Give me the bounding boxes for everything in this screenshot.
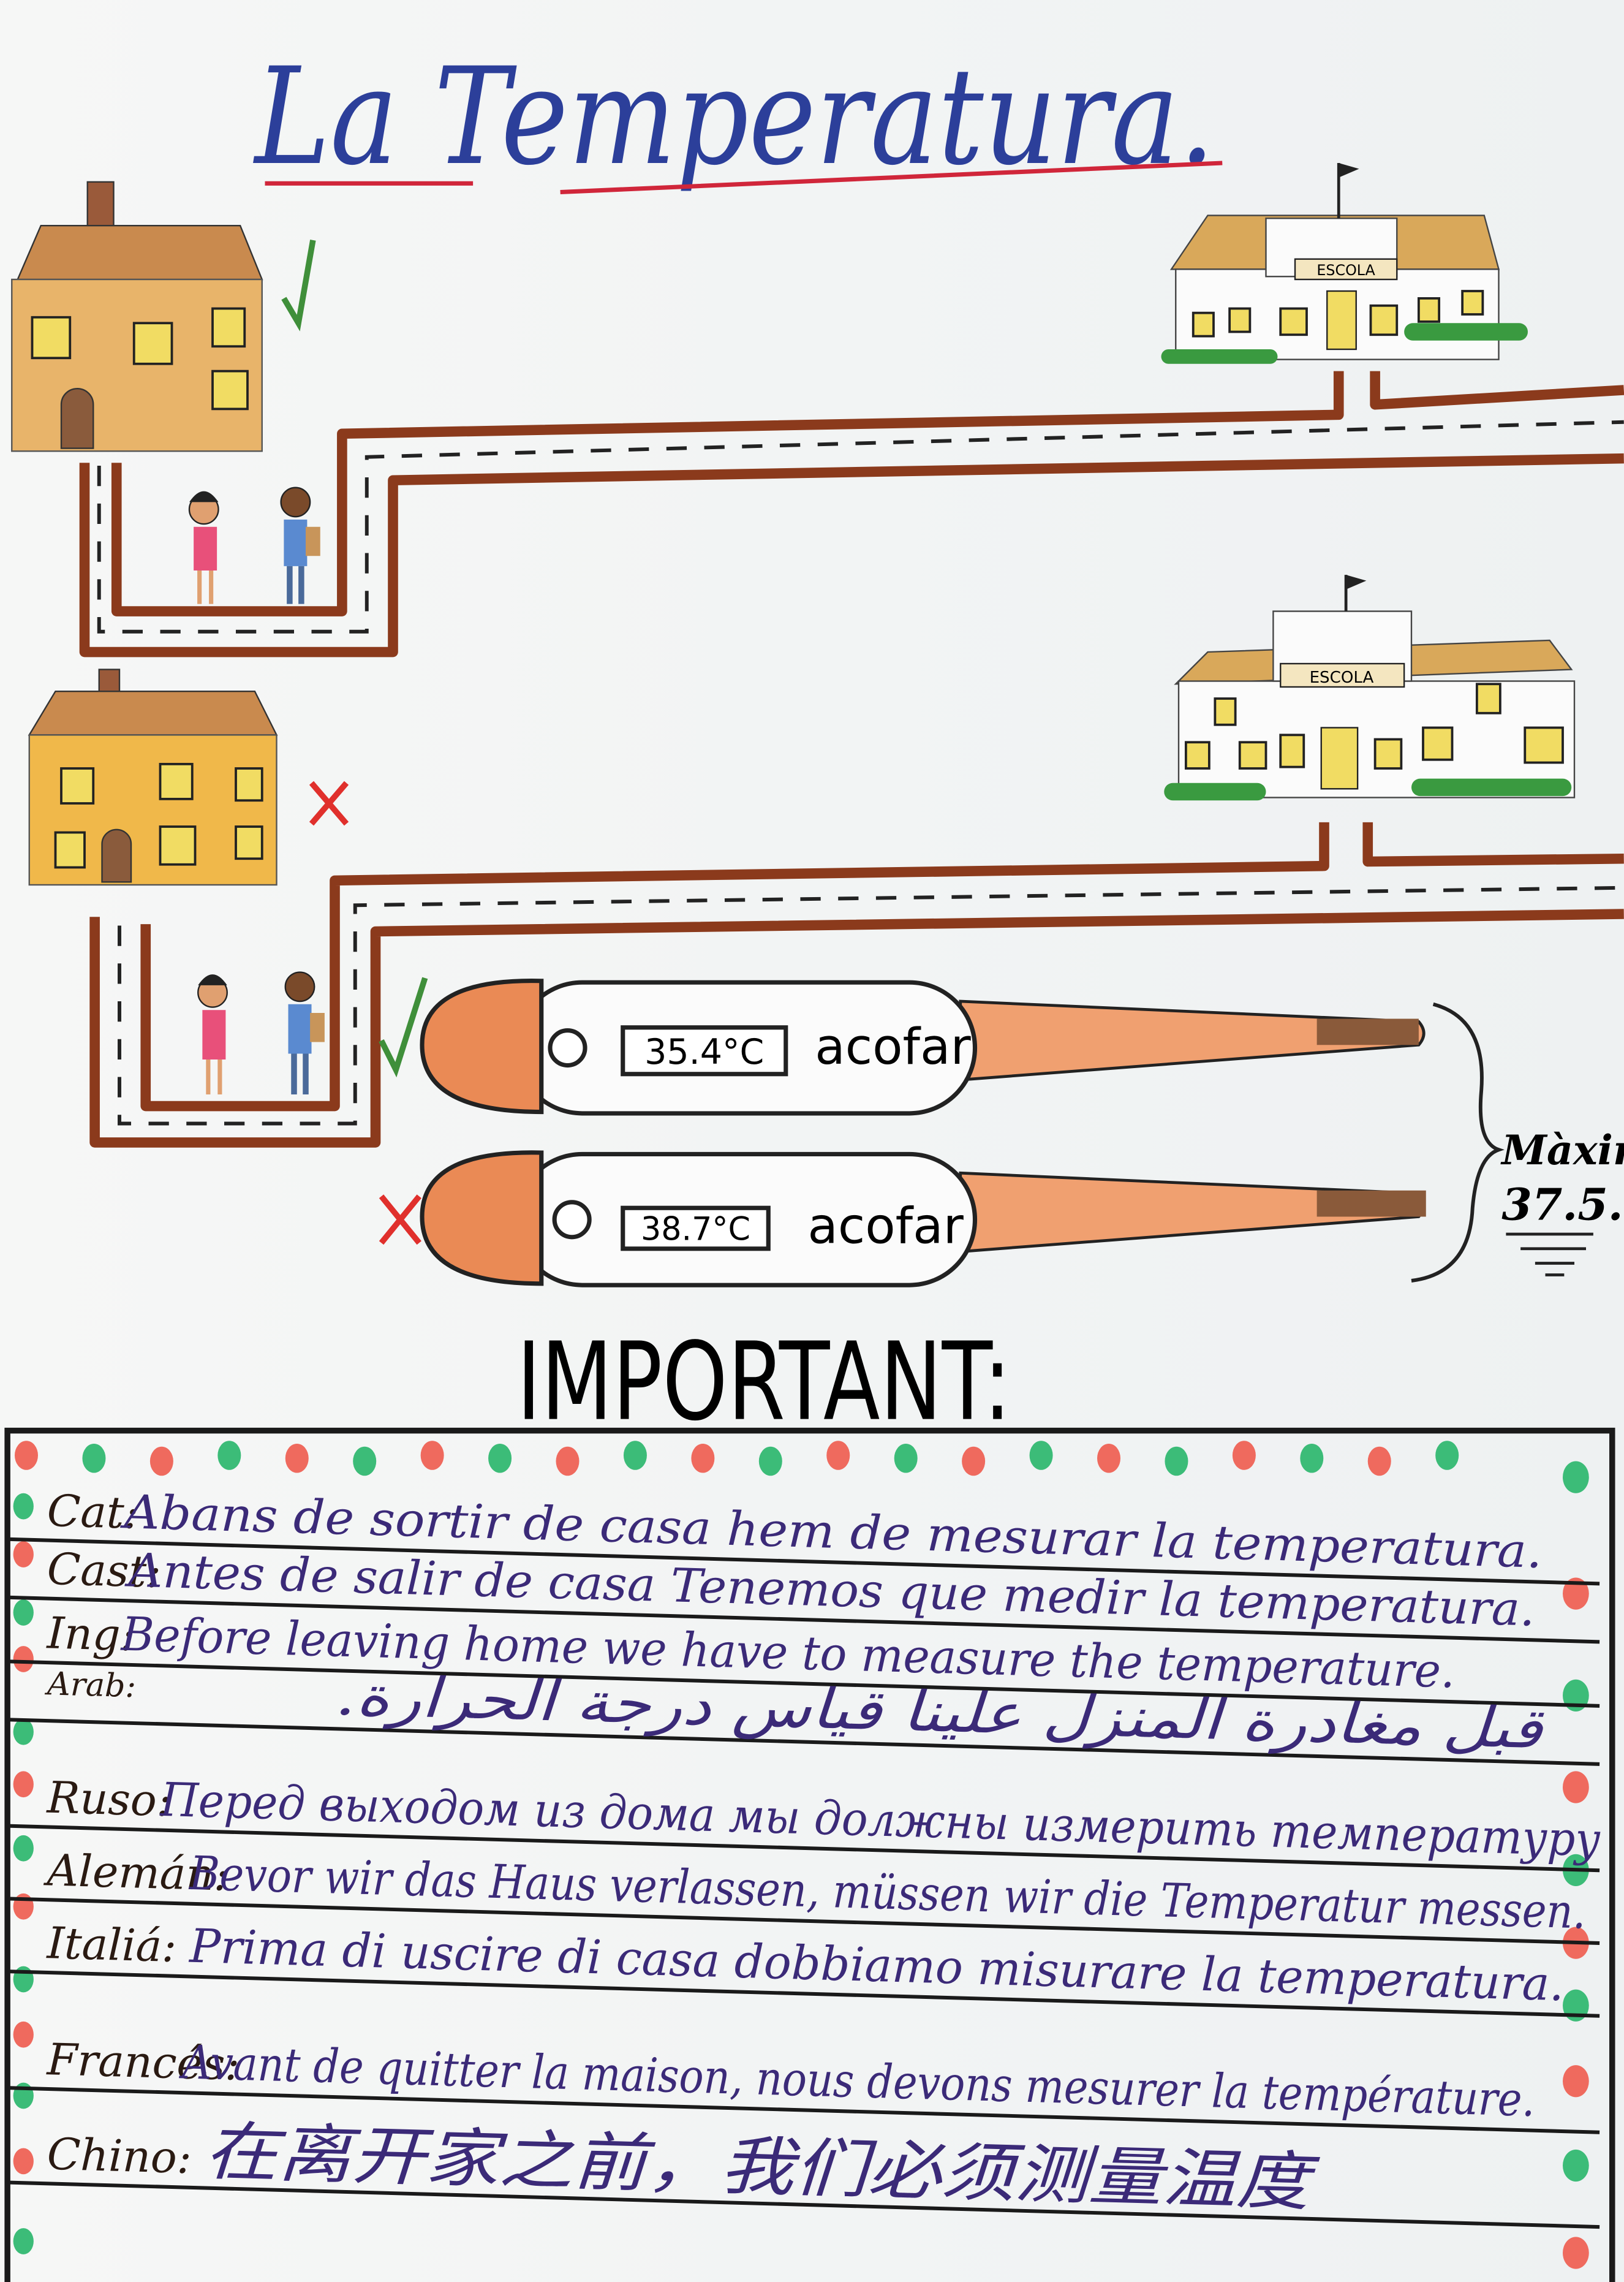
- language-label: Alemán:: [43, 1844, 230, 1900]
- language-label: Chino:: [47, 2129, 192, 2184]
- house-1: [11, 181, 263, 452]
- ruled-line: [7, 1595, 1600, 1644]
- dot: [623, 1441, 647, 1470]
- dot: [758, 1446, 782, 1476]
- dot: [488, 1444, 512, 1473]
- dot: [1029, 1441, 1053, 1470]
- ruled-line: [7, 1659, 1600, 1708]
- important-heading: IMPORTANT:: [516, 1320, 1011, 1445]
- title: La Temperatura.: [252, 39, 1223, 195]
- brace: [1411, 1002, 1505, 1283]
- dot: [1232, 1441, 1256, 1470]
- message-box: [4, 1427, 1615, 2282]
- dot: [826, 1441, 850, 1470]
- dot: [691, 1444, 715, 1473]
- language-label: Ing:: [45, 1607, 136, 1661]
- maximum-label: Màxim: [1500, 1126, 1624, 1174]
- ruled-line: [7, 1824, 1600, 1873]
- road-2: [89, 822, 1624, 1148]
- roof: [16, 224, 263, 281]
- school-sign: ESCOLA: [1310, 669, 1374, 687]
- dot: [1435, 1441, 1459, 1470]
- road-1: [79, 371, 1624, 658]
- children-2: [197, 971, 325, 1094]
- school-1: ESCOLA: [1161, 163, 1528, 364]
- thermometer-brand: acofar: [815, 1018, 971, 1076]
- ruled-line: [7, 1897, 1600, 1945]
- dot: [13, 1771, 34, 1798]
- thermometer-normal: 35.4°C acofar: [420, 979, 1426, 1116]
- dot: [894, 1444, 918, 1473]
- check-icon: [379, 977, 428, 1078]
- dot: [1367, 1446, 1391, 1476]
- dot: [217, 1441, 241, 1470]
- school-sign: ESCOLA: [1316, 262, 1375, 279]
- cross-icon: [309, 781, 349, 826]
- maximum-value: 37.5.: [1501, 1178, 1623, 1230]
- dot: [1563, 2149, 1589, 2182]
- ruled-line: [7, 2086, 1600, 2134]
- dot: [1563, 1771, 1589, 1803]
- dot: [556, 1446, 580, 1476]
- ruled-line: [7, 1537, 1600, 1586]
- house-2: [28, 669, 278, 886]
- check-icon: [281, 240, 316, 332]
- dot: [962, 1446, 986, 1476]
- dot: [13, 1599, 34, 1626]
- children-1: [188, 487, 320, 604]
- cross-icon: [379, 1194, 421, 1245]
- dot: [1563, 1577, 1589, 1610]
- dot: [13, 2228, 34, 2254]
- ruled-line: [7, 2180, 1600, 2229]
- dot: [420, 1441, 444, 1470]
- dot: [149, 1446, 173, 1476]
- dot: [1563, 1461, 1589, 1493]
- dot: [285, 1444, 309, 1473]
- dot: [1300, 1444, 1324, 1473]
- language-label: Italiá:: [45, 1917, 178, 1972]
- thermometer-reading: 35.4°C: [644, 1032, 764, 1072]
- translation-text: 在离开家之前，我们必须测量温度: [203, 2114, 1321, 2220]
- dot: [1563, 2237, 1589, 2269]
- language-label: Cast:: [47, 1544, 162, 1598]
- thermometer-brand: acofar: [807, 1197, 964, 1255]
- language-label: Cat:: [47, 1485, 140, 1539]
- language-label: Francés:: [45, 2034, 241, 2090]
- door: [60, 387, 94, 449]
- language-label: Arab:: [44, 1666, 137, 1705]
- dot: [13, 1835, 34, 1862]
- dot: [353, 1446, 377, 1476]
- dot: [1097, 1444, 1120, 1473]
- decorative-dots: [13, 1441, 1589, 2269]
- dot: [13, 1493, 34, 1520]
- house-wall: [11, 278, 263, 452]
- translations: Cat:Abans de sortir de casa hem de mesur…: [7, 1484, 1601, 2229]
- dot: [1165, 1446, 1188, 1476]
- ruled-line: [7, 1718, 1600, 1766]
- dot: [82, 1444, 106, 1473]
- dot: [13, 1646, 34, 1672]
- dot: [13, 2148, 34, 2175]
- dot: [13, 2021, 34, 2048]
- language-label: Ruso:: [45, 1772, 172, 1827]
- dot: [15, 1441, 38, 1470]
- thermometer-reading: 38.7°C: [641, 1211, 750, 1248]
- dot: [13, 1541, 34, 1567]
- dot: [13, 1718, 34, 1745]
- school-2: ESCOLA: [1164, 575, 1576, 801]
- title-underline: [265, 161, 1223, 195]
- dot: [1563, 2065, 1589, 2098]
- thermometer-fever: 38.7°C acofar: [420, 1150, 1426, 1287]
- ruled-line: [7, 1969, 1600, 2018]
